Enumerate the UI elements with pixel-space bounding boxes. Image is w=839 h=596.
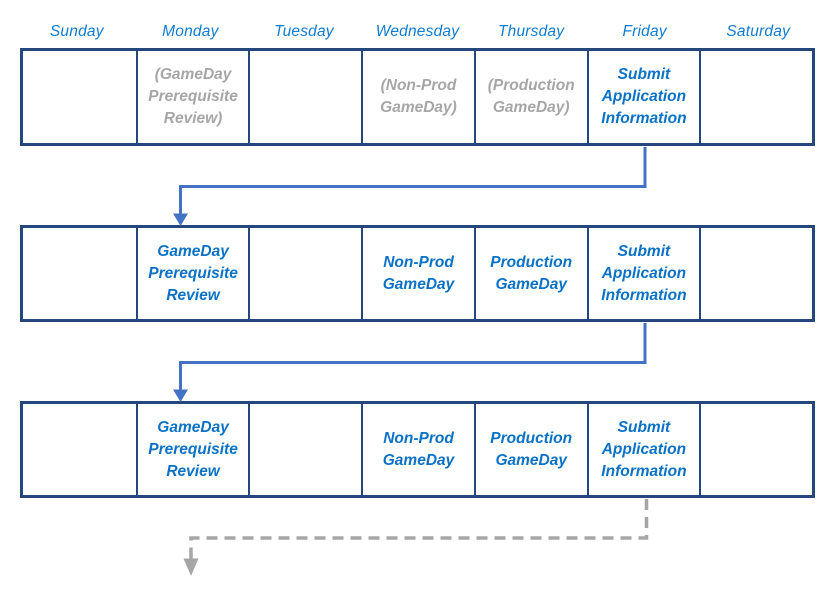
day-header-saturday: Saturday: [726, 23, 791, 40]
cell-week3-friday: Submit Application Information: [586, 404, 700, 495]
day-header-wednesday: Wednesday: [375, 23, 460, 40]
day-header-friday: Friday: [622, 23, 667, 40]
cell-week3-thursday: Production GameDay: [473, 404, 587, 495]
week-row-2: GameDay Prerequisite Review Non-Prod Gam…: [20, 225, 815, 322]
cell-week2-wednesday: Non-Prod GameDay: [361, 228, 474, 319]
cell-week2-saturday: [699, 228, 812, 319]
cell-week2-friday: Submit Application Information: [586, 228, 700, 319]
cell-week2-thursday: Production GameDay: [473, 228, 587, 319]
day-header-monday: Monday: [162, 23, 219, 40]
arrow-week1-to-week2: [173, 147, 647, 226]
cell-week3-saturday: [699, 404, 812, 495]
cell-week3-monday: GameDay Prerequisite Review: [135, 404, 249, 495]
cell-week3-sunday: [23, 404, 136, 495]
arrow-week2-to-week3: [173, 323, 647, 402]
cell-week3-wednesday: Non-Prod GameDay: [361, 404, 474, 495]
arrow-down-icon: [183, 558, 199, 576]
dashed-arrow-week3-continue: [183, 499, 649, 576]
week-row-3: GameDay Prerequisite Review Non-Prod Gam…: [20, 401, 815, 498]
cell-week1-thursday: (Production GameDay): [473, 51, 587, 143]
day-header-row: Sunday Monday Tuesday Wednesday Thursday…: [20, 21, 815, 43]
day-header-thursday: Thursday: [497, 23, 565, 40]
week-row-1: (GameDay Prerequisite Review) (Non-Prod …: [20, 48, 815, 146]
cell-week2-tuesday: [248, 228, 361, 319]
cell-week2-monday: GameDay Prerequisite Review: [135, 228, 249, 319]
day-header-sunday: Sunday: [49, 23, 104, 40]
cell-week1-wednesday: (Non-Prod GameDay): [361, 51, 474, 143]
day-header-tuesday: Tuesday: [274, 23, 334, 40]
cell-week1-sunday: [23, 51, 136, 143]
cell-week1-saturday: [699, 51, 812, 143]
cell-week3-tuesday: [248, 404, 361, 495]
cell-week1-friday: Submit Application Information: [586, 51, 700, 143]
cell-week2-sunday: [23, 228, 136, 319]
cell-week1-tuesday: [248, 51, 361, 143]
cell-week1-monday: (GameDay Prerequisite Review): [135, 51, 249, 143]
